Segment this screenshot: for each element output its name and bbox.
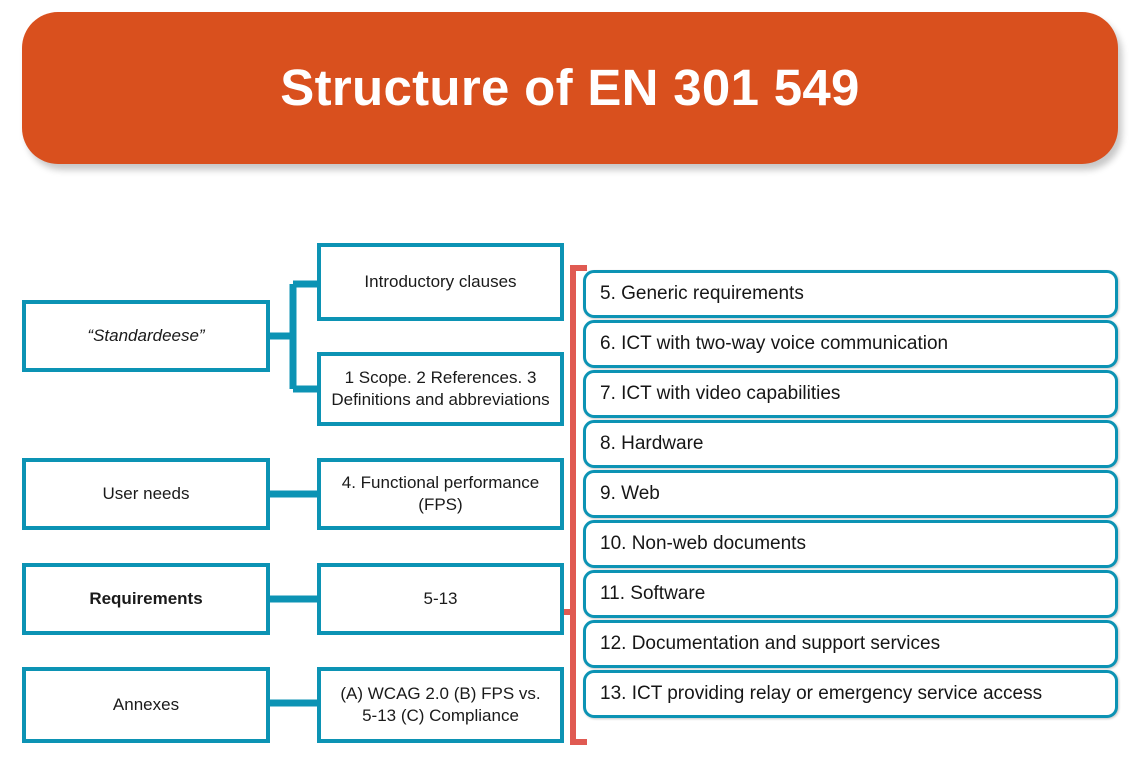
requirement-item-9[interactable]: 9. Web	[583, 470, 1118, 518]
category-box-standardeese[interactable]: “Standardeese”	[22, 300, 270, 372]
clause-label: (A) WCAG 2.0 (B) FPS vs. 5-13 (C) Compli…	[340, 684, 541, 725]
requirements-bracket	[558, 265, 587, 745]
requirement-item-5[interactable]: 5. Generic requirements	[583, 270, 1118, 318]
requirement-label: 13. ICT providing relay or emergency ser…	[600, 683, 1043, 704]
requirement-item-8[interactable]: 8. Hardware	[583, 420, 1118, 468]
requirement-item-11[interactable]: 11. Software	[583, 570, 1118, 618]
clause-label: 4. Functional performance (FPS)	[341, 473, 540, 514]
category-label: Requirements	[89, 589, 203, 609]
clause-label: 1 Scope. 2 References. 3 Definitions and…	[331, 368, 550, 409]
requirement-item-13[interactable]: 13. ICT providing relay or emergency ser…	[583, 670, 1118, 718]
clause-label: Introductory clauses	[364, 272, 517, 292]
requirement-item-6[interactable]: 6. ICT with two-way voice communication	[583, 320, 1118, 368]
clause-box-annex-contents[interactable]: (A) WCAG 2.0 (B) FPS vs. 5-13 (C) Compli…	[317, 667, 564, 743]
category-box-requirements[interactable]: Requirements	[22, 563, 270, 635]
requirement-label: 11. Software	[600, 583, 706, 604]
requirement-item-7[interactable]: 7. ICT with video capabilities	[583, 370, 1118, 418]
category-box-annexes[interactable]: Annexes	[22, 667, 270, 743]
requirement-label: 5. Generic requirements	[600, 283, 804, 304]
page-title: Structure of EN 301 549	[280, 58, 860, 116]
requirement-item-10[interactable]: 10. Non-web documents	[583, 520, 1118, 568]
requirement-label: 7. ICT with video capabilities	[600, 383, 841, 404]
clause-box-scope-references-definitions[interactable]: 1 Scope. 2 References. 3 Definitions and…	[317, 352, 564, 426]
clause-box-5-13[interactable]: 5-13	[317, 563, 564, 635]
requirement-label: 8. Hardware	[600, 433, 704, 454]
requirement-label: 10. Non-web documents	[600, 533, 806, 554]
header-banner: Structure of EN 301 549	[22, 12, 1118, 164]
requirement-label: 6. ICT with two-way voice communication	[600, 333, 949, 354]
category-box-user-needs[interactable]: User needs	[22, 458, 270, 530]
category-label: “Standardeese”	[87, 326, 205, 346]
requirement-item-12[interactable]: 12. Documentation and support services	[583, 620, 1118, 668]
category-label: User needs	[102, 484, 190, 504]
clause-label: 5-13	[423, 589, 458, 609]
category-label: Annexes	[112, 695, 180, 715]
clause-box-introductory-clauses[interactable]: Introductory clauses	[317, 243, 564, 321]
clause-box-functional-performance[interactable]: 4. Functional performance (FPS)	[317, 458, 564, 530]
requirement-label: 12. Documentation and support services	[600, 633, 941, 654]
requirement-label: 9. Web	[600, 483, 660, 504]
